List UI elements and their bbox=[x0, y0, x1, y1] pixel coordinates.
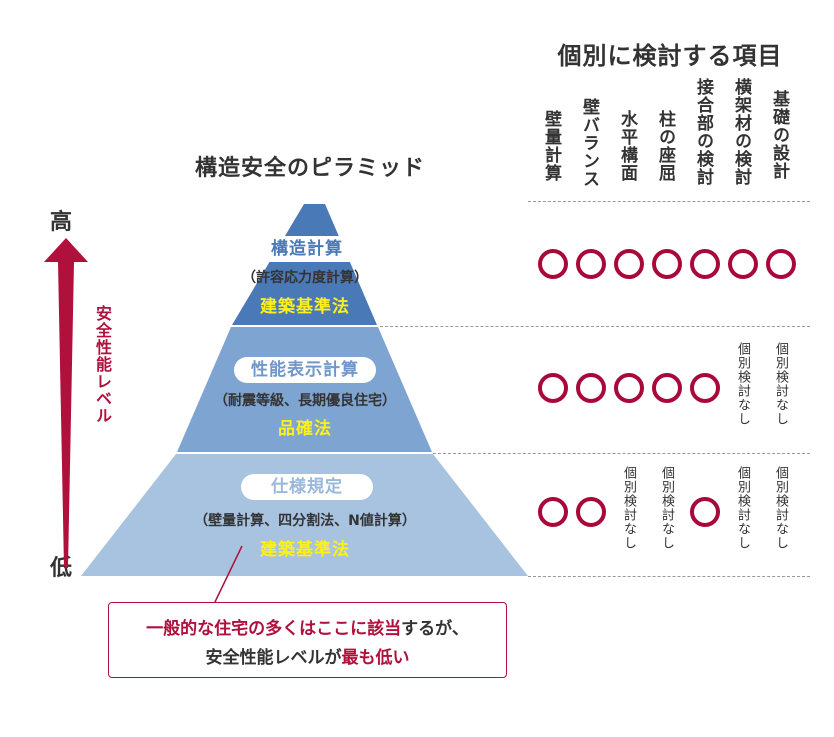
check-circle-icon bbox=[614, 249, 644, 279]
callout-highlight: 最も低い bbox=[341, 648, 410, 668]
check-circle-icon bbox=[576, 497, 606, 527]
check-circle-icon bbox=[576, 373, 606, 403]
col-head-wall-balance: 壁バランス bbox=[579, 98, 599, 188]
no-individual-check-label: 個別検討なし bbox=[773, 342, 788, 426]
tier-bottom-sub: （壁量計算、四分割法、N値計算） bbox=[194, 513, 416, 529]
col-head-horizontal-plane: 水平構面 bbox=[617, 110, 637, 182]
tier-middle-law: 品確法 bbox=[278, 419, 332, 439]
col-head-joint-check: 接合部の検討 bbox=[693, 78, 713, 186]
no-individual-check-label: 個別検討なし bbox=[659, 466, 674, 550]
tier-middle-sub: （耐震等級、長期優良住宅） bbox=[214, 393, 396, 409]
pyramid-title: 構造安全のピラミッド bbox=[194, 156, 425, 181]
row-separator bbox=[433, 453, 810, 454]
col-head-wall-amount: 壁量計算 bbox=[541, 110, 561, 182]
check-circle-icon bbox=[766, 249, 796, 279]
callout-box bbox=[108, 602, 507, 678]
pyramid-tier-bottom bbox=[81, 454, 528, 576]
row-separator bbox=[380, 326, 810, 327]
callout-line1: 一般的な住宅の多くはここに該当するが、 bbox=[108, 614, 507, 639]
callout-line2: 安全性能レベルが最も低い bbox=[108, 643, 507, 668]
tier-top-name: 構造計算 bbox=[240, 236, 374, 262]
check-circle-icon bbox=[690, 497, 720, 527]
tier-bottom-law: 建築基準法 bbox=[260, 540, 350, 560]
col-head-beam-check: 横架材の検討 bbox=[731, 78, 751, 186]
no-individual-check-label: 個別検討なし bbox=[621, 466, 636, 550]
callout-highlight: 一般的な住宅の多くはここに該当 bbox=[146, 619, 402, 639]
tier-middle-name: 性能表示計算 bbox=[234, 357, 376, 383]
pyramid-tier-top bbox=[232, 204, 377, 325]
items-title: 個別に検討する項目 bbox=[557, 42, 783, 70]
check-circle-icon bbox=[538, 497, 568, 527]
check-circle-icon bbox=[652, 373, 682, 403]
callout-text: 安全性能レベルが bbox=[205, 648, 342, 668]
callout-text: するが、 bbox=[401, 619, 469, 639]
no-individual-check-label: 個別検討なし bbox=[735, 342, 750, 426]
no-individual-check-label: 個別検討なし bbox=[735, 466, 750, 550]
check-circle-icon bbox=[538, 249, 568, 279]
no-individual-check-label: 個別検討なし bbox=[773, 466, 788, 550]
callout-pointer bbox=[213, 545, 243, 605]
check-circle-icon bbox=[538, 373, 568, 403]
check-circle-icon bbox=[690, 249, 720, 279]
check-circle-icon bbox=[576, 249, 606, 279]
tier-bottom-name: 仕様規定 bbox=[241, 474, 373, 500]
col-head-foundation-design: 基礎の設計 bbox=[769, 90, 789, 180]
check-circle-icon bbox=[652, 249, 682, 279]
row-separator bbox=[528, 576, 810, 577]
axis-high-label: 高 bbox=[50, 210, 73, 235]
check-circle-icon bbox=[614, 373, 644, 403]
row-separator bbox=[528, 201, 810, 202]
safety-level-label: 安全性能レベル bbox=[93, 305, 112, 424]
check-circle-icon bbox=[728, 249, 758, 279]
tier-top-law: 建築基準法 bbox=[260, 297, 350, 317]
check-circle-icon bbox=[690, 373, 720, 403]
col-head-column-buckling: 柱の座屈 bbox=[655, 110, 675, 182]
safety-arrow-icon bbox=[44, 238, 88, 568]
tier-top-sub: （許容応力度計算） bbox=[242, 270, 368, 286]
